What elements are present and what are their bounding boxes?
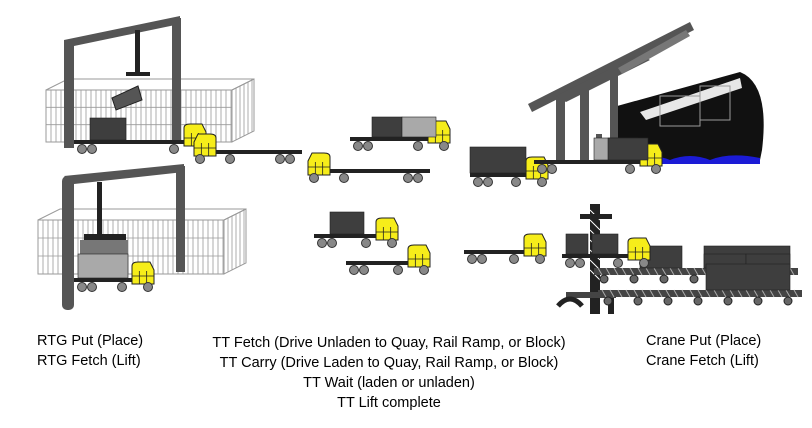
tt-wait-label: TT Wait (laden or unladen) — [303, 375, 475, 391]
crane-fetch-label: Crane Fetch (Lift) — [646, 353, 759, 369]
terminal-tractor-icon — [314, 211, 399, 248]
rtg-caption: RTG Put (Place) RTG Fetch (Lift) — [37, 331, 143, 371]
tt-fetch-label: TT Fetch (Drive Unladen to Quay, Rail Ra… — [212, 335, 566, 351]
rtg-put-scene — [45, 16, 302, 164]
tt-scene — [307, 116, 549, 275]
terminal-tractor-icon — [346, 244, 431, 275]
railcar-icon — [598, 263, 802, 306]
rtg-fetch-scene — [37, 164, 247, 310]
crane-put-label: Crane Put (Place) — [646, 333, 762, 349]
ship-icon — [610, 72, 764, 164]
terminal-tractor-icon — [74, 253, 155, 292]
rail-scene — [556, 204, 802, 314]
rtg-crane-icon — [64, 16, 181, 148]
terminal-tractor-icon — [307, 152, 430, 183]
rtg-fetch-label: RTG Fetch (Lift) — [37, 353, 141, 369]
terminal-tractor-icon — [193, 133, 302, 164]
terminal-tractor-icon — [464, 233, 547, 264]
tt-carry-label: TT Carry (Drive Laden to Quay, Rail Ramp… — [219, 355, 559, 371]
terminal-scene — [37, 16, 802, 314]
terminal-tractor-icon — [469, 146, 549, 187]
container-stack — [45, 78, 255, 143]
tt-lift-label: TT Lift complete — [337, 395, 441, 411]
crane-caption: Crane Put (Place) Crane Fetch (Lift) — [646, 331, 761, 371]
rtg-put-label: RTG Put (Place) — [37, 333, 144, 349]
quay-scene — [464, 22, 764, 264]
terminal-tractor-icon — [534, 137, 663, 174]
tt-caption: TT Fetch (Drive Unladen to Quay, Rail Ra… — [196, 333, 582, 413]
terminal-tractor-icon — [562, 233, 651, 268]
terminal-tractor-icon — [350, 116, 451, 151]
quay-crane-icon — [528, 22, 694, 164]
